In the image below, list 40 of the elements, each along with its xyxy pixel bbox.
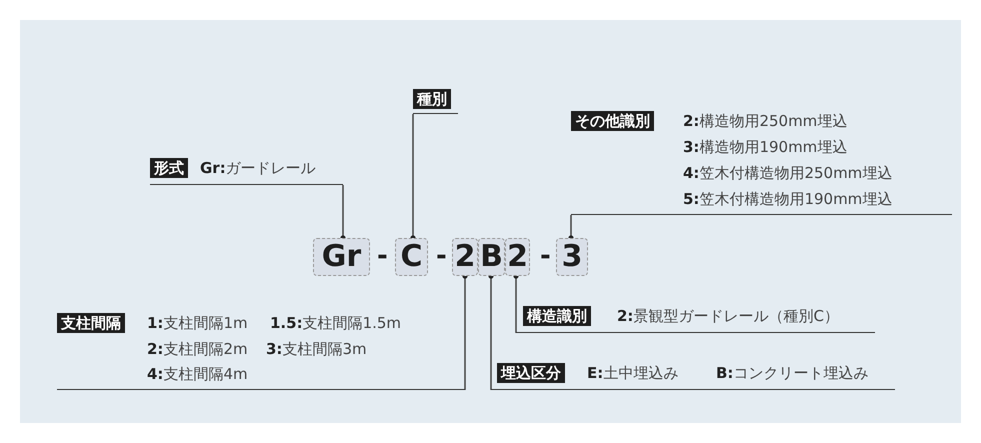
separator-hyphen: - — [377, 241, 388, 271]
code-description: B:コンクリート埋込み — [716, 363, 868, 383]
callout-block — [413, 88, 458, 114]
code-description: 3:構造物用190mm埋込 — [683, 137, 848, 157]
code-description: 1:支柱間隔1m — [147, 313, 248, 333]
category-tag: 支柱間隔 — [57, 313, 125, 333]
code-segment: B — [478, 238, 505, 276]
code-description: 2:支柱間隔2m — [147, 339, 248, 359]
code-segment: 2 — [505, 238, 530, 276]
category-tag: 埋込区分 — [497, 363, 565, 383]
separator-hyphen: - — [436, 241, 447, 271]
code-description: E:土中埋込み — [587, 363, 678, 383]
category-tag: 構造識別 — [523, 306, 591, 326]
callout-block — [57, 312, 465, 390]
code-segment: C — [395, 238, 428, 276]
callout-block — [491, 362, 895, 390]
code-description: Gr:ガードレール — [200, 158, 316, 178]
callout-block — [571, 110, 952, 215]
leader-line — [488, 273, 494, 390]
separator-hyphen: - — [540, 241, 551, 271]
code-description: 2:構造物用250mm埋込 — [683, 111, 848, 131]
leader-line — [568, 215, 574, 241]
leader-line — [513, 273, 519, 333]
category-tag: 種別 — [413, 89, 451, 109]
callout-block — [150, 157, 343, 185]
code-description: 4:支柱間隔4m — [147, 364, 248, 384]
code-segment: 3 — [556, 238, 588, 276]
code-description: 4:笠木付構造物用250mm埋込 — [683, 163, 892, 183]
leader-line — [340, 185, 346, 241]
category-tag: その他識別 — [571, 111, 654, 131]
code-description: 2:景観型ガードレール（種別C） — [617, 306, 839, 326]
code-segment: 2 — [452, 238, 478, 276]
code-description: 5:笠木付構造物用190mm埋込 — [683, 189, 892, 209]
code-description: 1.5:支柱間隔1.5m — [270, 313, 402, 333]
callout-block — [516, 305, 875, 333]
category-tag: 形式 — [150, 158, 188, 178]
code-segment: Gr — [313, 238, 370, 276]
leader-line — [410, 114, 416, 241]
leader-line — [462, 273, 468, 390]
code-description: 3:支柱間隔3m — [266, 339, 367, 359]
